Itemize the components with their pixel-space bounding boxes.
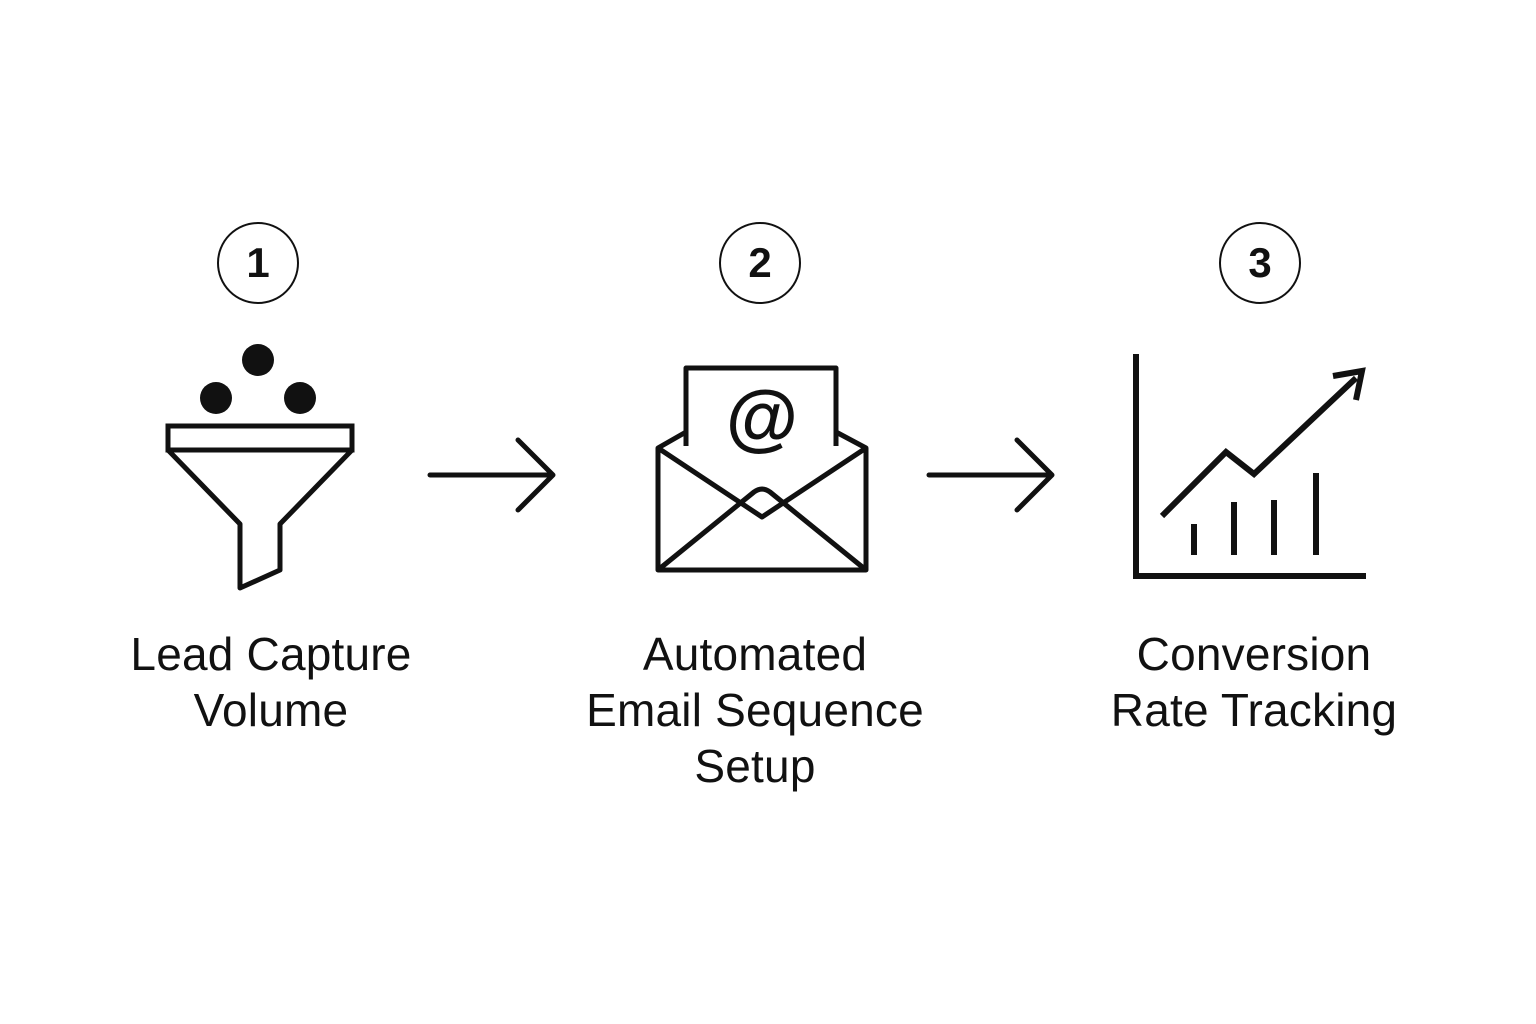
step-3-label-line-2: Rate Tracking	[1110, 684, 1398, 736]
funnel-icon	[165, 344, 355, 591]
step-1-number: 1	[217, 222, 299, 304]
arrow-right-icon	[427, 437, 556, 513]
step-1-label-line-2: Volume	[193, 684, 349, 736]
step-3-number: 3	[1219, 222, 1301, 304]
at-symbol: @	[726, 375, 798, 458]
growth-chart-icon	[1133, 354, 1366, 579]
step-2-label: Automated Email Sequence Setup	[535, 626, 975, 794]
arrow-right-icon	[926, 437, 1055, 513]
step-2-label-line-1: Automated	[642, 628, 868, 680]
step-1-label: Lead Capture Volume	[51, 626, 491, 738]
step-2-label-line-3: Setup	[694, 740, 816, 792]
email-envelope-icon: @	[655, 365, 869, 573]
step-2-label-line-2: Email Sequence	[586, 684, 924, 736]
step-3-label: Conversion Rate Tracking	[1034, 626, 1474, 738]
step-2-number: 2	[719, 222, 801, 304]
step-3-label-line-1: Conversion	[1136, 628, 1372, 680]
step-1-label-line-1: Lead Capture	[130, 628, 412, 680]
